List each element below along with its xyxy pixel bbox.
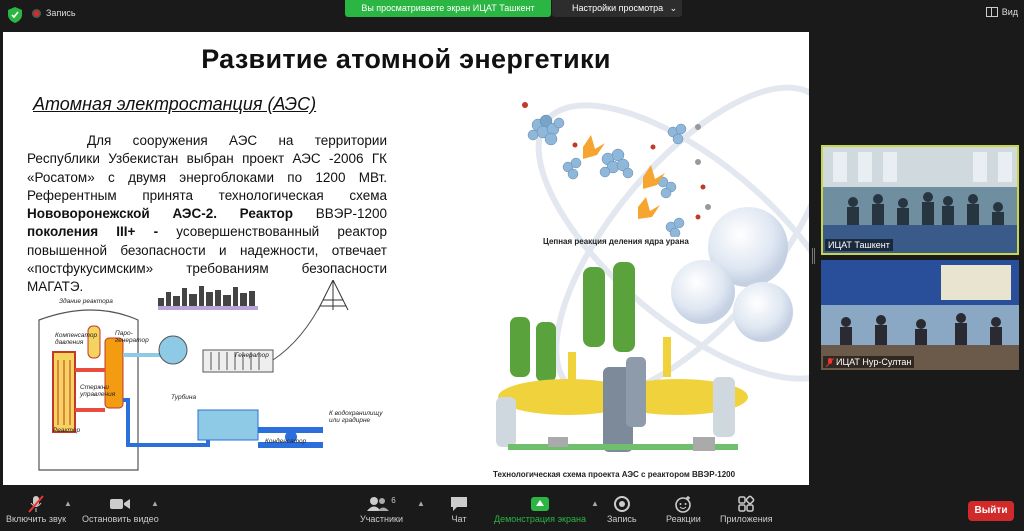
body-text-part: усовершенствованный реактор повышенной б…: [27, 224, 387, 295]
share-screen-icon: [530, 494, 549, 514]
security-shield-icon[interactable]: [8, 7, 22, 23]
leave-meeting-button[interactable]: Выйти: [968, 501, 1014, 521]
participants-icon: 6: [367, 494, 396, 514]
mic-muted-icon: [826, 357, 834, 367]
slide-title: Развитие атомной энергетики: [201, 44, 611, 74]
top-bar: Запись Вы просматриваете экран ИЦАТ Ташк…: [0, 0, 1024, 30]
view-options-button[interactable]: Настройки просмотра ⌄: [552, 0, 682, 17]
chat-button[interactable]: Чат: [450, 494, 468, 524]
participant-name-label: ИЦАТ Ташкент: [825, 239, 893, 251]
view-button[interactable]: Вид: [985, 7, 1018, 17]
label-turbine: Турбина: [171, 394, 197, 401]
unmute-label: Включить звук: [6, 514, 67, 524]
apps-button[interactable]: Приложения: [720, 494, 773, 524]
record-icon: [613, 494, 631, 514]
participants-label: Участники: [360, 514, 403, 524]
label-reservoir: К водохранилищу или градирне: [329, 410, 383, 424]
participants-count: 6: [391, 495, 396, 505]
chat-label: Чат: [451, 514, 467, 524]
chat-bubble-icon: [450, 494, 468, 514]
participant-name: ИЦАТ Нур-Султан: [836, 357, 912, 367]
label-generator: Генератор: [235, 352, 269, 359]
body-text-part: Для сооружения АЭС на территории Республ…: [27, 133, 387, 203]
recording-label: Запись: [46, 8, 76, 18]
label-condenser: Конденсатор: [265, 438, 307, 445]
stop-video-button[interactable]: Остановить видео: [82, 494, 159, 524]
share-options-caret[interactable]: ▲: [591, 499, 599, 508]
meeting-toolbar: Включить звук ▲ Остановить видео ▲ 6 Уча…: [0, 490, 1024, 531]
label-reactor: Реактор: [53, 427, 81, 434]
reactions-button[interactable]: Реакции: [666, 494, 701, 524]
view-label: Вид: [1001, 7, 1018, 17]
shared-screen: Развитие атомной энергетики Атомная элек…: [3, 32, 809, 485]
chain-reaction-illustration: [522, 102, 711, 237]
plant-scheme-caption: Технологическая схема проекта АЭС с реак…: [493, 470, 736, 479]
body-text-bold: Нововоронежской АЭС-2. Реактор: [27, 206, 294, 222]
label-reactor-building: Здание реактора: [59, 298, 113, 305]
label-compensator: Компенсатор давления: [55, 332, 98, 346]
participants-button[interactable]: 6 Участники: [360, 494, 403, 525]
unmute-button[interactable]: Включить звук: [6, 494, 66, 524]
video-options-caret[interactable]: ▲: [151, 499, 159, 508]
stop-video-label: Остановить видео: [82, 514, 159, 524]
chain-reaction-caption: Цепная реакция деления ядра урана: [543, 237, 689, 246]
body-text-bold: поколения III+ -: [27, 224, 159, 240]
record-icon: [32, 8, 41, 18]
mic-muted-icon: [28, 494, 44, 514]
grid-view-icon: [985, 7, 998, 17]
slide-subtitle: Атомная электростанция (АЭС): [33, 94, 317, 114]
record-label: Запись: [607, 514, 637, 524]
apps-icon: [737, 494, 755, 514]
label-steam-generator: Паро-генератор: [115, 330, 149, 344]
share-screen-label: Демонстрация экрана: [494, 514, 586, 524]
participant-video: [821, 260, 1019, 370]
body-text-part: ВВЭР-1200: [293, 206, 388, 222]
share-banner: Вы просматриваете экран ИЦАТ Ташкент: [345, 0, 551, 17]
participant-name: ИЦАТ Ташкент: [828, 240, 890, 250]
participant-tile[interactable]: ИЦАТ Ташкент: [821, 145, 1019, 255]
record-button[interactable]: Запись: [607, 494, 637, 524]
video-camera-icon: [110, 494, 131, 514]
chevron-down-icon: ⌄: [669, 3, 678, 13]
participant-tile[interactable]: ИЦАТ Нур-Султан: [821, 260, 1019, 370]
share-screen-button[interactable]: Демонстрация экрана: [494, 494, 586, 524]
view-options-label: Настройки просмотра: [572, 3, 664, 13]
panel-resize-handle[interactable]: [812, 248, 815, 264]
npp-schematic-diagram: [38, 280, 349, 471]
participant-name-label: ИЦАТ Нур-Султан: [823, 356, 915, 368]
apps-label: Приложения: [720, 514, 773, 524]
participant-video: [823, 147, 1017, 253]
participants-options-caret[interactable]: ▲: [417, 499, 425, 508]
smiley-plus-icon: [674, 494, 692, 514]
vver-plant-illustration: [496, 262, 748, 452]
label-control-rods: Стержни управления: [80, 384, 116, 398]
audio-options-caret[interactable]: ▲: [64, 499, 72, 508]
slide-body-text: Для сооружения АЭС на территории Республ…: [27, 132, 387, 297]
reactions-label: Реакции: [666, 514, 701, 524]
recording-indicator[interactable]: Запись: [32, 8, 76, 18]
